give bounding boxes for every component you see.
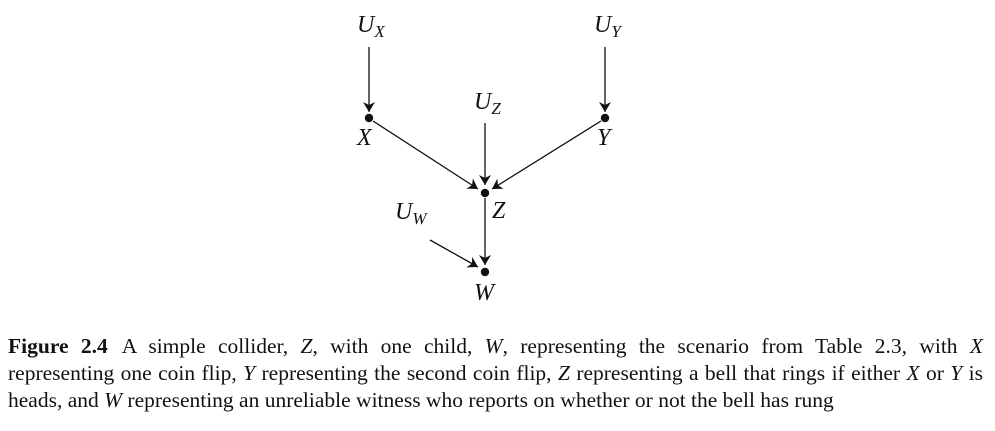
edge-y-z	[491, 120, 602, 190]
label-uz: UZ	[474, 89, 501, 118]
collider-diagram: UX UY UZ UW X Y Z W	[356, 12, 622, 306]
caption-var: Z	[300, 334, 313, 358]
caption-var: Y	[950, 361, 963, 385]
edge-uw-w	[429, 239, 479, 268]
label-uw: UW	[395, 199, 428, 228]
caption-text: representing one coin flip,	[8, 361, 244, 385]
caption-var: Y	[243, 361, 256, 385]
caption-text: A simple collider,	[121, 334, 301, 358]
caption-var: W	[484, 334, 503, 358]
caption-text: representing an unreliable witness who r…	[122, 388, 834, 412]
caption-text: or	[919, 361, 951, 385]
edge-x-z	[372, 120, 479, 190]
caption-text: representing a bell that rings if either	[569, 361, 907, 385]
label-w: W	[474, 280, 496, 306]
caption-var: X	[969, 334, 983, 358]
caption-text: is heads, and	[8, 361, 983, 412]
label-ux: UX	[357, 12, 385, 41]
caption-text: , representing the scenario from Table 2…	[502, 334, 970, 358]
caption-text: , with one child,	[312, 334, 485, 358]
figure-label: Figure 2.4	[8, 334, 108, 358]
caption-var: W	[104, 388, 123, 412]
label-x: X	[356, 125, 373, 151]
node-y-dot	[600, 113, 610, 123]
caption-var: X	[906, 361, 920, 385]
node-z-dot	[480, 188, 490, 198]
node-w-dot	[480, 267, 490, 277]
label-y: Y	[597, 125, 613, 151]
label-uy: UY	[594, 12, 622, 41]
node-x-dot	[364, 113, 374, 123]
label-z: Z	[492, 198, 506, 224]
caption-text: representing the second coin flip,	[255, 361, 558, 385]
caption-var: Z	[557, 361, 570, 385]
